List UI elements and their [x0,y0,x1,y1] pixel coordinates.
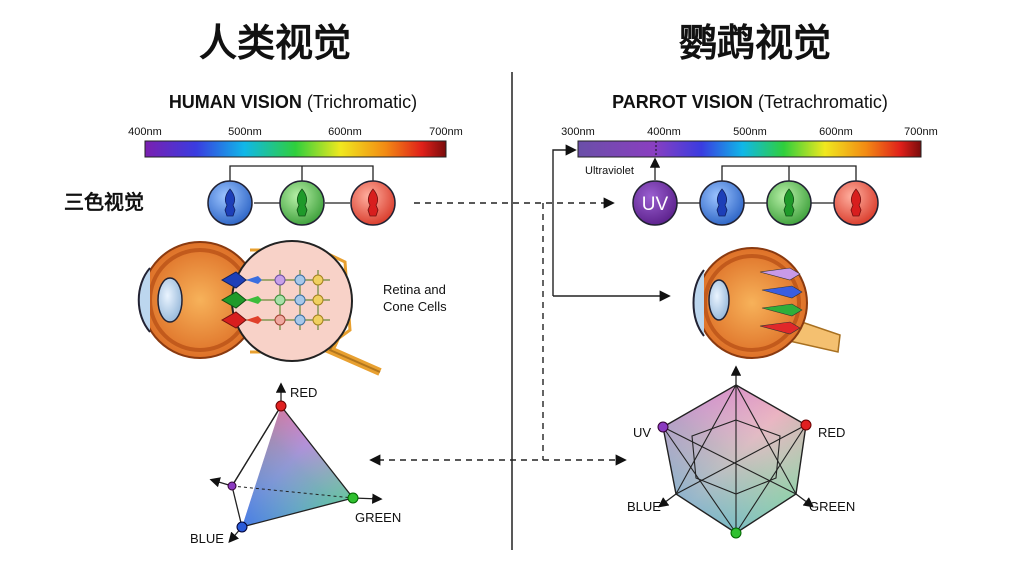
parrot-cone-red [833,180,879,226]
human-tick-600: 600nm [328,126,362,138]
parrot-title-bold: PARROT VISION [612,92,753,112]
parrot-vertex-uv-label: UV [633,425,651,440]
parrot-tick-700: 700nm [904,126,938,138]
human-cn-title: 人类视觉 [199,21,351,65]
human-cone-red [350,180,396,226]
parrot-cone-blue [699,180,745,226]
human-vertex-blue-label: BLUE [190,531,224,546]
parrot-vertex-blue-label: BLUE [627,499,661,514]
polytope-vertex-uv [657,421,669,433]
human-vertex-green-label: GREEN [355,510,401,525]
parrot-tick-500: 500nm [733,126,767,138]
parrot-spectrum-bar [577,140,922,158]
parrot-cone-uv: UV [632,180,678,226]
triangle-vertex-green [347,492,359,504]
uv-cone-label: UV [642,194,669,215]
human-cone-blue [207,180,253,226]
human-cone-bracket [229,165,374,204]
human-color-triangle [209,382,383,543]
parrot-tick-400: 400nm [647,126,681,138]
parrot-eye-illustration [692,247,841,359]
human-title: HUMAN VISION (Trichromatic) [169,92,417,112]
parrot-cone-bracket [649,157,857,204]
human-tick-500: 500nm [228,126,262,138]
human-eye-illustration [137,240,382,376]
parrot-color-polytope [657,365,815,539]
human-cn-label: 三色视觉 [64,190,144,214]
human-cone-green [279,180,325,226]
parrot-title-rest: (Tetrachromatic) [753,92,888,112]
triangle-vertex-blue [236,521,248,533]
polytope-vertex-red [800,419,812,431]
human-vertex-red-label: RED [290,385,317,400]
human-spectrum: 400nm 500nm 600nm 700nm [128,126,463,158]
human-tick-700: 700nm [429,126,463,138]
parrot-title: PARROT VISION (Tetrachromatic) [612,92,888,112]
parrot-tick-600: 600nm [819,126,853,138]
parrot-vertex-green-label: GREEN [809,499,855,514]
parrot-cn-title: 鹦鹉视觉 [679,21,831,65]
triangle-vertex-violet [227,481,237,491]
parrot-spectrum: 300nm 400nm 500nm 600nm 700nm [561,126,938,158]
human-spectrum-bar [144,140,447,158]
retina-label-line2: Cone Cells [383,299,447,314]
polytope-vertex-bottom [730,527,742,539]
cross-connectors [369,144,671,466]
retina-label-line1: Retina and [383,282,446,297]
human-title-rest: (Trichromatic) [302,92,417,112]
parrot-cone-green [766,180,812,226]
ultraviolet-label: Ultraviolet [585,165,634,177]
parrot-tick-300: 300nm [561,126,595,138]
human-tick-400: 400nm [128,126,162,138]
human-title-bold: HUMAN VISION [169,92,302,112]
triangle-vertex-red [275,400,287,412]
parrot-vertex-red-label: RED [818,425,845,440]
